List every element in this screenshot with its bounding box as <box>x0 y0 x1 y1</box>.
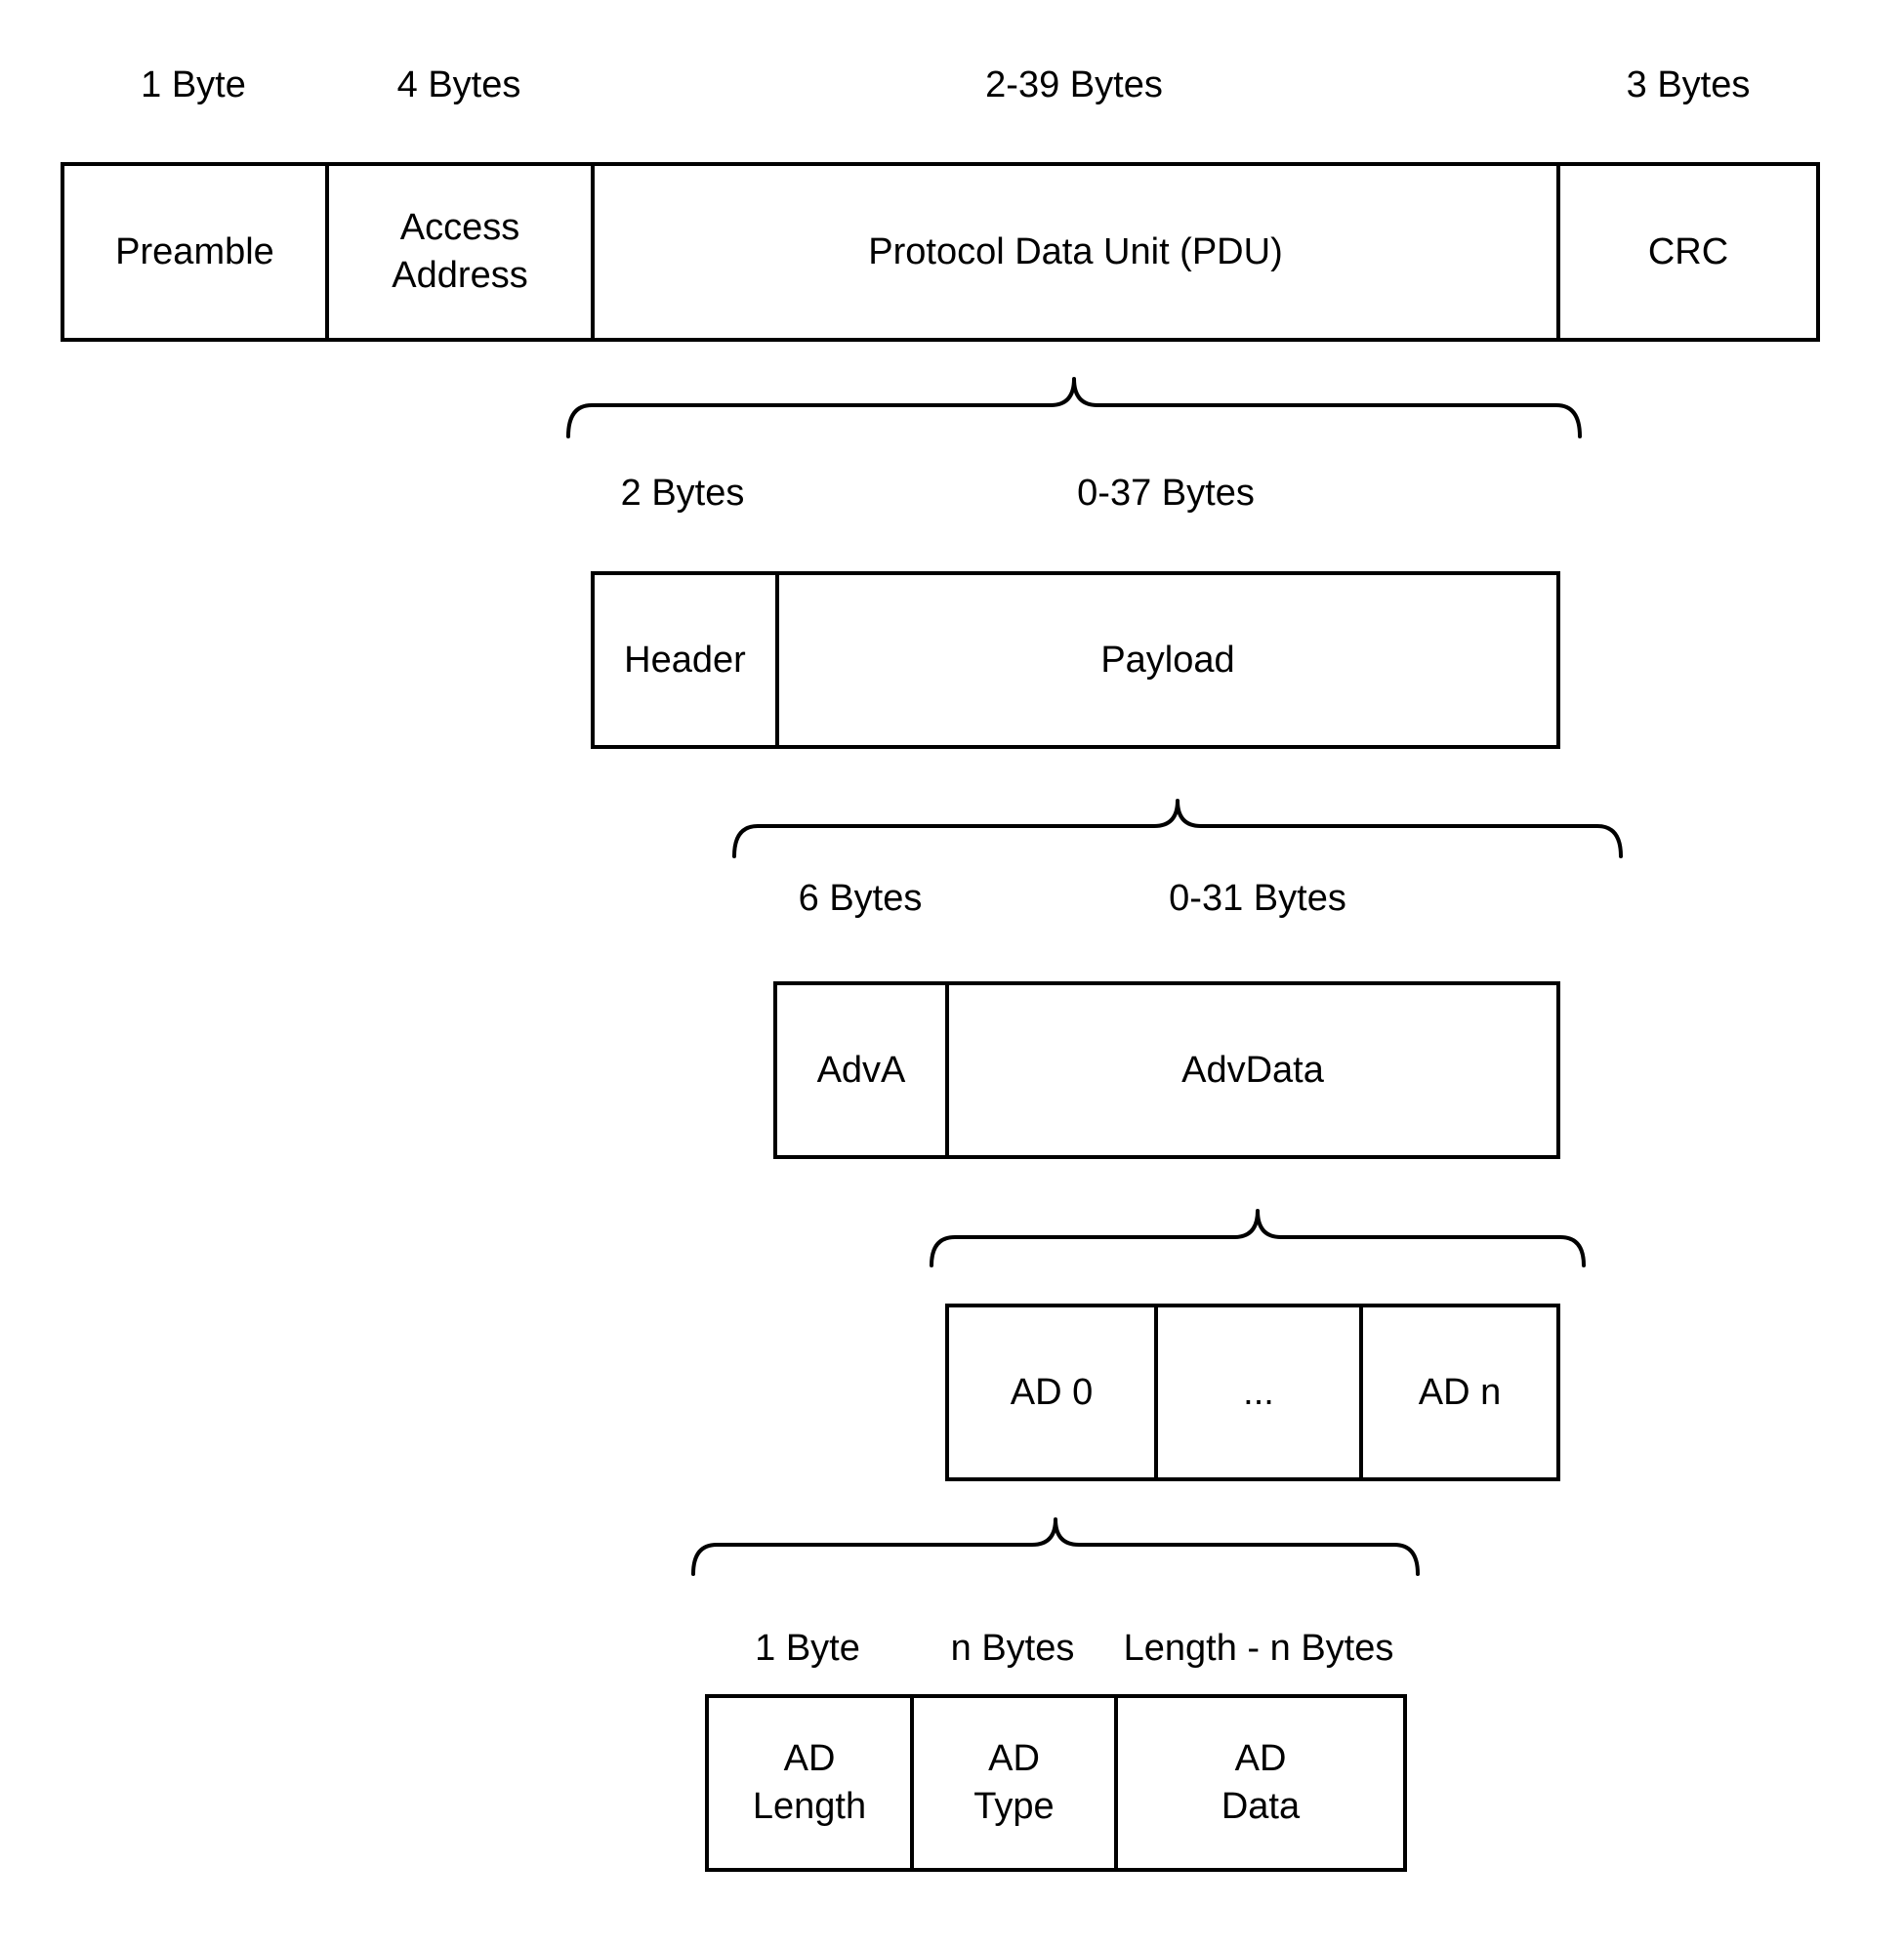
size-label-pdu: 2-39 Bytes <box>985 64 1163 105</box>
field-ad-length: AD Length <box>752 1738 867 1827</box>
field-header: Header <box>624 639 746 681</box>
field-ad0: AD 0 <box>1010 1371 1094 1413</box>
field-access-address: Access Address <box>325 166 591 338</box>
field-payload: Payload <box>775 575 1556 745</box>
pdu-row: Header Payload <box>591 571 1560 749</box>
field-adva: AdvA <box>816 1049 906 1091</box>
field-ad-type: AD Type <box>910 1698 1114 1868</box>
size-label-adva: 6 Bytes <box>798 878 923 919</box>
field-ad-data: AD Data <box>1114 1698 1403 1868</box>
size-label-advdata: 0-31 Bytes <box>1169 878 1346 919</box>
brace-ad0-expansion <box>691 1517 1420 1576</box>
field-advdata: AdvData <box>945 985 1556 1155</box>
packet-row: Preamble Access Address Protocol Data Un… <box>61 162 1820 342</box>
field-preamble: Preamble <box>115 230 274 272</box>
advdata-row: AD 0 ... AD n <box>945 1304 1560 1481</box>
size-label-preamble: 1 Byte <box>141 64 246 105</box>
size-label-ad-data: Length - n Bytes <box>1123 1628 1394 1669</box>
brace-payload-expansion <box>732 799 1623 858</box>
ad-structure-row: AD Length AD Type AD Data <box>705 1694 1407 1872</box>
field-ad-ellipsis: ... <box>1154 1307 1359 1477</box>
size-label-payload: 0-37 Bytes <box>1077 473 1255 514</box>
brace-pdu-expansion <box>566 377 1582 438</box>
field-pdu: Protocol Data Unit (PDU) <box>591 166 1556 338</box>
field-crc: CRC <box>1556 166 1816 338</box>
size-label-crc: 3 Bytes <box>1626 64 1751 105</box>
size-label-ad-type: n Bytes <box>950 1628 1075 1669</box>
size-label-ad-length: 1 Byte <box>755 1628 860 1669</box>
size-label-header: 2 Bytes <box>620 473 745 514</box>
field-adn: AD n <box>1359 1307 1556 1477</box>
payload-row: AdvA AdvData <box>773 981 1560 1159</box>
brace-advdata-expansion <box>930 1209 1586 1267</box>
size-label-access-address: 4 Bytes <box>396 64 521 105</box>
